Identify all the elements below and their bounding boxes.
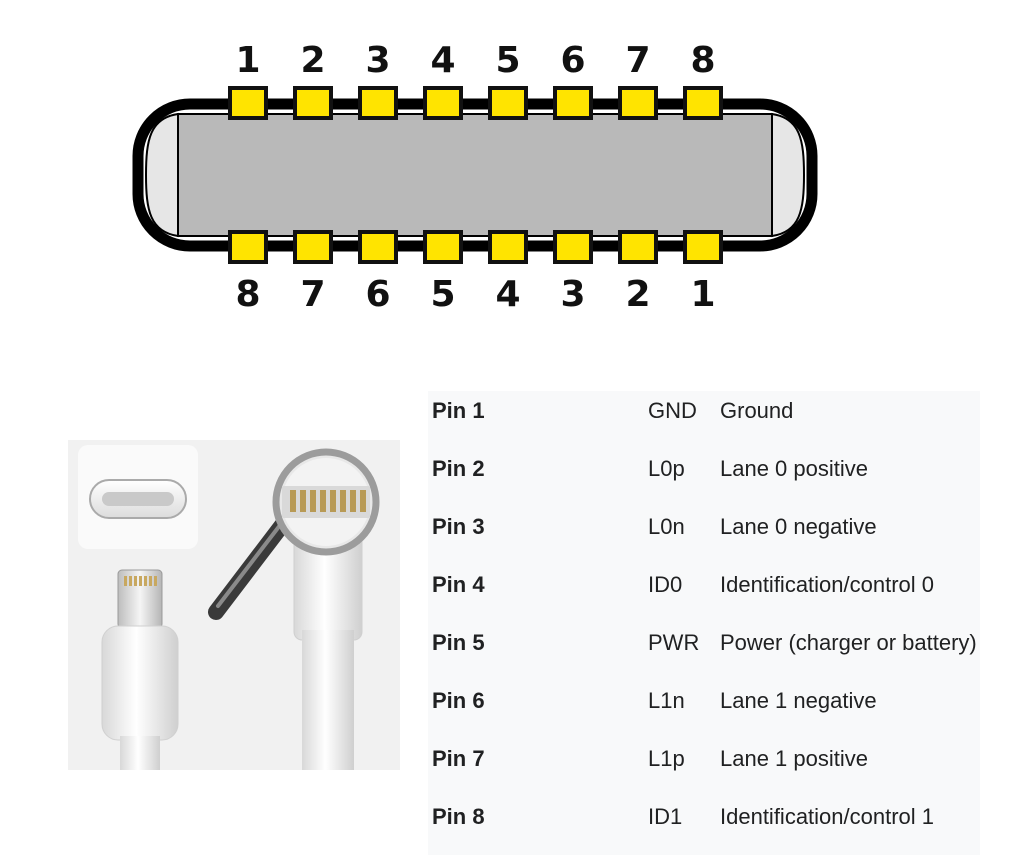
signal-name: ID0 <box>648 572 683 597</box>
table-row: Pin 3 L0n Lane 0 negative <box>428 507 980 565</box>
bottom-pin-number: 3 <box>560 274 585 315</box>
signal-name: L1n <box>648 688 685 713</box>
top-pin-number: 1 <box>235 40 260 81</box>
bottom-pin-number: 8 <box>235 274 260 315</box>
bottom-pin-number: 6 <box>365 274 390 315</box>
top-pin-number: 8 <box>690 40 715 81</box>
bottom-pin-number: 2 <box>625 274 650 315</box>
bottom-pin-pad <box>683 230 723 264</box>
bottom-pin-pad <box>358 230 398 264</box>
top-pin-number: 2 <box>300 40 325 81</box>
top-pin-pad <box>293 86 333 120</box>
lightning-plug-icon <box>101 569 179 770</box>
signal-name: ID1 <box>648 804 683 829</box>
table-row: Pin 5 PWR Power (charger or battery) <box>428 623 980 681</box>
pin-label: Pin 4 <box>432 572 485 597</box>
left-end-cap <box>144 112 179 238</box>
table-row: Pin 7 L1p Lane 1 positive <box>428 739 980 797</box>
right-end-cap <box>771 112 806 238</box>
pin-label: Pin 1 <box>432 398 485 423</box>
pin-label: Pin 6 <box>432 688 485 713</box>
pin-description: Lane 1 negative <box>720 688 877 713</box>
bottom-pin-pad <box>618 230 658 264</box>
pin-label: Pin 7 <box>432 746 485 771</box>
top-pin-number: 6 <box>560 40 585 81</box>
top-pin-pad <box>358 86 398 120</box>
bottom-pin-pad <box>488 230 528 264</box>
lightning-port-icon <box>78 445 198 549</box>
pin-description: Power (charger or battery) <box>720 630 977 655</box>
bottom-pin-number: 4 <box>495 274 520 315</box>
table-row: Pin 4 ID0 Identification/control 0 <box>428 565 980 623</box>
table-row: Pin 2 L0p Lane 0 positive <box>428 449 980 507</box>
pin-label: Pin 2 <box>432 456 485 481</box>
lightning-connector-photo <box>68 440 400 770</box>
pin-description: Lane 1 positive <box>720 746 868 771</box>
bottom-pin-pad <box>553 230 593 264</box>
signal-name: L0n <box>648 514 685 539</box>
table-row: Pin 1 GND Ground <box>428 391 980 449</box>
top-pin-pad <box>618 86 658 120</box>
pin-description: Identification/control 1 <box>720 804 935 829</box>
pin-description: Lane 0 negative <box>720 514 877 539</box>
magnifying-glass-icon <box>208 448 380 620</box>
bottom-pin-number: 5 <box>430 274 455 315</box>
pin-description: Lane 0 positive <box>720 456 868 481</box>
bottom-pin-number: 7 <box>300 274 325 315</box>
pin-label: Pin 5 <box>432 630 485 655</box>
pin-description: Ground <box>720 398 794 423</box>
signal-name: L1p <box>648 746 685 771</box>
pin-label: Pin 8 <box>432 804 485 829</box>
top-pin-pad <box>553 86 593 120</box>
top-pin-number: 4 <box>430 40 455 81</box>
top-pin-number: 7 <box>625 40 650 81</box>
bottom-pin-pad <box>293 230 333 264</box>
top-pin-pad <box>423 86 463 120</box>
pin-label: Pin 3 <box>432 514 485 539</box>
table-row: Pin 6 L1n Lane 1 negative <box>428 681 980 739</box>
bottom-pin-pad <box>423 230 463 264</box>
top-pin-number: 5 <box>495 40 520 81</box>
signal-name: L0p <box>648 456 685 481</box>
pin-description: Identification/control 0 <box>720 572 935 597</box>
bottom-pin-pad <box>228 230 268 264</box>
top-pin-pad <box>488 86 528 120</box>
top-pin-pad <box>683 86 723 120</box>
connector-body <box>177 113 773 237</box>
top-pin-number: 3 <box>365 40 390 81</box>
table-row: Pin 8 ID1 Identification/control 1 <box>428 797 980 855</box>
signal-name: GND <box>648 398 697 423</box>
top-pin-pad <box>228 86 268 120</box>
bottom-pin-number: 1 <box>690 274 715 315</box>
signal-name: PWR <box>648 630 700 655</box>
